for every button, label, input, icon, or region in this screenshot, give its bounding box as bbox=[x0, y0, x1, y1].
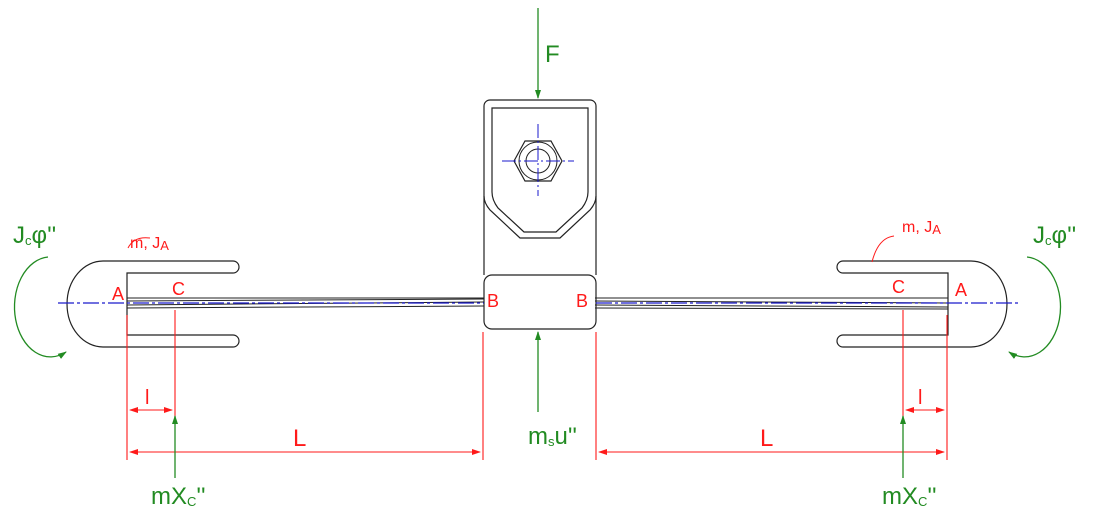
messenger-cable bbox=[126, 297, 949, 310]
clamp-accel-arrow: msu'' bbox=[528, 331, 577, 450]
clamp bbox=[483, 99, 597, 330]
point-b-right: B bbox=[576, 291, 588, 311]
left-mass-text: m, JA bbox=[130, 235, 169, 253]
point-a-left: A bbox=[112, 284, 124, 304]
point-c-right: C bbox=[892, 277, 905, 297]
dim-L-right: L bbox=[760, 425, 773, 452]
right-mass-text: m, JA bbox=[902, 219, 941, 237]
left-accel-label: mXC'' bbox=[151, 483, 206, 510]
left-mass bbox=[66, 260, 240, 348]
left-accel-arrow: mXC'' bbox=[151, 415, 206, 510]
bolt-icon bbox=[502, 124, 574, 196]
force-label: F bbox=[545, 41, 560, 68]
right-rotation-arrow: Jcφ'' bbox=[1008, 222, 1076, 359]
right-mass-label: m, JA bbox=[871, 219, 941, 263]
point-a-right: A bbox=[955, 280, 967, 300]
dim-L-left: L bbox=[293, 425, 306, 452]
force-arrow: F bbox=[535, 8, 560, 99]
right-accel-label: mXC'' bbox=[882, 483, 937, 510]
right-rotation-label: Jcφ'' bbox=[1033, 222, 1076, 249]
left-rotation-arrow: Jcφ'' bbox=[13, 222, 67, 359]
dim-l-left: l bbox=[145, 387, 149, 409]
right-mass bbox=[836, 260, 1008, 348]
right-dimensions bbox=[595, 310, 948, 460]
left-rotation-label: Jcφ'' bbox=[13, 222, 56, 249]
clamp-accel-label: msu'' bbox=[528, 423, 577, 450]
left-mass-label: m, JA bbox=[127, 235, 169, 253]
left-dimensions bbox=[126, 310, 484, 460]
point-c-left: C bbox=[172, 279, 185, 299]
right-accel-arrow: mXC'' bbox=[882, 415, 937, 510]
point-b-left: B bbox=[487, 291, 499, 311]
dim-l-right: l bbox=[918, 387, 922, 409]
